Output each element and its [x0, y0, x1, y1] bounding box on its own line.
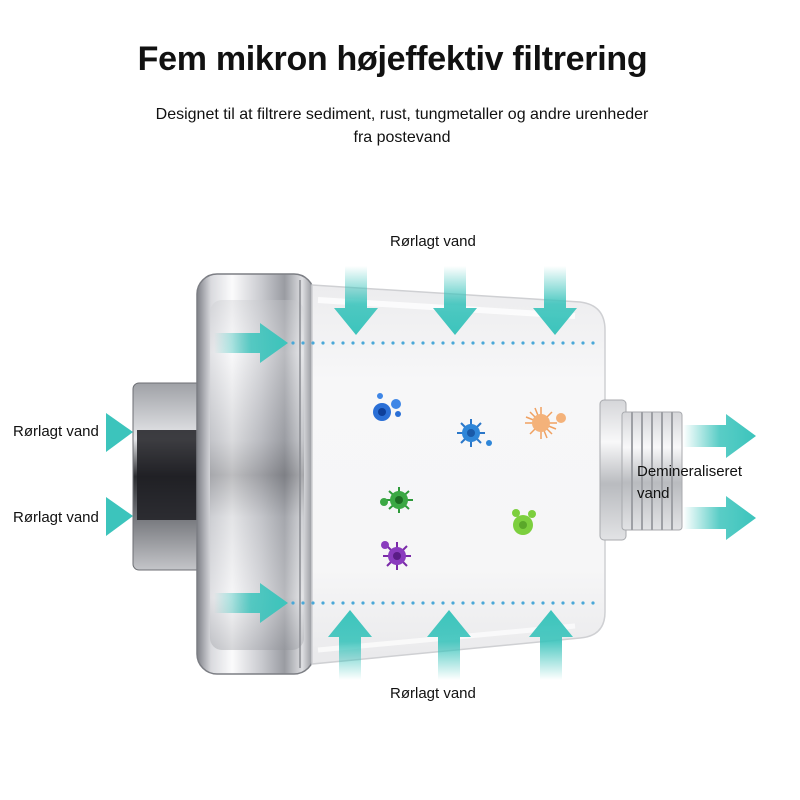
flow-dot — [531, 341, 535, 345]
arrow-down-3 — [533, 266, 577, 335]
flow-dot — [341, 601, 345, 605]
flow-dots-bottom — [291, 601, 595, 605]
flow-dot — [541, 601, 545, 605]
flow-dot — [571, 601, 575, 605]
arrow-right-nut-lower — [106, 497, 133, 536]
flow-dot — [591, 341, 595, 345]
label-top: Rørlagt vand — [390, 233, 476, 250]
flow-dot — [491, 341, 495, 345]
flow-dot — [431, 601, 435, 605]
flow-dot — [341, 341, 345, 345]
subtitle-line-2: fra postevand — [353, 129, 451, 146]
arrow-up-3 — [529, 610, 573, 680]
green-microbe-icon — [512, 509, 536, 535]
arrow-right-cap-upper — [214, 323, 288, 363]
flow-dot — [381, 341, 385, 345]
flow-dot — [401, 341, 405, 345]
flow-dot — [361, 601, 365, 605]
flow-dot — [401, 601, 405, 605]
chrome-cap — [196, 273, 315, 675]
flow-dot — [461, 601, 465, 605]
flow-dot — [561, 601, 565, 605]
green-germ-icon — [380, 487, 413, 513]
flow-dot — [451, 341, 455, 345]
flow-dot — [371, 601, 375, 605]
page-title: Fem mikron højeffektiv filtrering — [137, 40, 648, 78]
flow-dot — [511, 341, 515, 345]
flow-dot — [481, 341, 485, 345]
flow-dot — [411, 341, 415, 345]
flow-dot — [591, 601, 595, 605]
flow-dot — [441, 601, 445, 605]
flow-dot — [501, 341, 505, 345]
flow-dot — [331, 601, 335, 605]
flow-dot — [471, 601, 475, 605]
outlet-connector — [599, 399, 683, 541]
arrow-up-1 — [328, 610, 372, 680]
label-right: Demineraliseret vand — [637, 461, 742, 505]
flow-dot — [521, 341, 525, 345]
flow-dot — [491, 601, 495, 605]
flow-dot — [461, 341, 465, 345]
flow-dot — [511, 601, 515, 605]
flow-dot — [441, 341, 445, 345]
label-right-line-1: Demineraliseret — [637, 463, 743, 480]
flow-dot — [391, 601, 395, 605]
arrow-out-lower — [683, 496, 756, 540]
subtitle-line-1: Designet til at filtrere sediment, rust,… — [155, 106, 649, 123]
label-left-upper: Rørlagt vand — [13, 423, 99, 440]
flow-dot — [301, 341, 305, 345]
arrow-right-nut-upper — [106, 413, 133, 452]
flow-dot — [371, 341, 375, 345]
flow-dot — [571, 341, 575, 345]
arrow-down-1 — [334, 266, 378, 335]
flow-dot — [421, 601, 425, 605]
flow-dot — [391, 341, 395, 345]
flow-dot — [421, 341, 425, 345]
flow-dot — [431, 341, 435, 345]
label-bottom: Rørlagt vand — [390, 685, 476, 702]
inlet-nut — [132, 382, 204, 571]
page-subtitle: Designet til at filtrere sediment, rust,… — [100, 103, 704, 149]
flow-dot — [561, 341, 565, 345]
flow-dots-top — [291, 341, 595, 345]
label-left-lower: Rørlagt vand — [13, 509, 99, 526]
flow-dot — [321, 601, 325, 605]
flow-dot — [551, 341, 555, 345]
flow-dot — [531, 601, 535, 605]
flow-dot — [331, 341, 335, 345]
flow-dot — [381, 601, 385, 605]
flow-dot — [581, 341, 585, 345]
flow-dot — [581, 601, 585, 605]
blue-germ-icon — [373, 393, 401, 421]
flow-dot — [291, 601, 295, 605]
flow-dot — [311, 601, 315, 605]
arrow-up-2 — [427, 610, 471, 680]
purple-virus-icon — [381, 541, 411, 570]
flow-dot — [291, 341, 295, 345]
label-right-line-2: vand — [637, 485, 670, 502]
flow-dot — [451, 601, 455, 605]
arrow-down-2 — [433, 266, 477, 335]
orange-virus-icon — [525, 407, 566, 439]
blue-virus-icon — [457, 419, 492, 447]
flow-dot — [411, 601, 415, 605]
flow-dot — [351, 341, 355, 345]
arrow-right-cap-lower — [214, 583, 288, 623]
arrow-out-upper — [683, 414, 756, 458]
flow-dot — [351, 601, 355, 605]
flow-dot — [311, 341, 315, 345]
flow-dot — [471, 341, 475, 345]
flow-dot — [321, 341, 325, 345]
flow-dot — [551, 601, 555, 605]
flow-dot — [501, 601, 505, 605]
filter-housing — [311, 284, 606, 665]
flow-dot — [481, 601, 485, 605]
flow-dot — [301, 601, 305, 605]
flow-dot — [521, 601, 525, 605]
flow-dot — [541, 341, 545, 345]
flow-dot — [361, 341, 365, 345]
